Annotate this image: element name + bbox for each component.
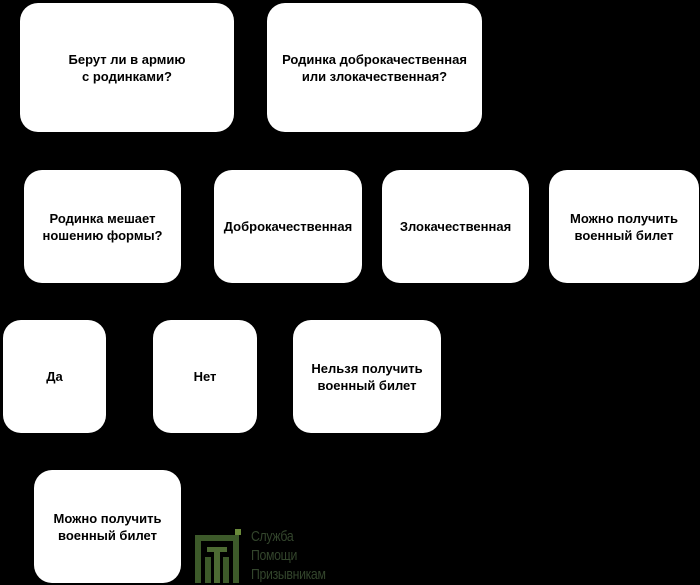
node-mole-type-question: Родинка доброкачественная или злокачеств… bbox=[267, 3, 482, 132]
node-benign-label: Доброкачественная bbox=[223, 219, 353, 234]
node-yes: Да bbox=[3, 320, 106, 433]
node-malignant: Злокачественная bbox=[382, 170, 529, 283]
logo-text-line-1: Служба bbox=[251, 528, 294, 545]
service-logo: Служба Помощи Призывникам bbox=[193, 527, 363, 585]
logo-text-line-3: Призывникам bbox=[251, 566, 326, 583]
logo-text-line-2: Помощи bbox=[251, 547, 298, 564]
node-no: Нет bbox=[153, 320, 257, 433]
logo-mark-icon bbox=[195, 529, 241, 583]
node-mole-type-question-label: Родинка доброкачественная или злокачеств… bbox=[282, 51, 467, 84]
node-can-get-military-id-2: Можно получить военный билет bbox=[34, 470, 181, 583]
node-uniform-interference-question: Родинка мешает ношению формы? bbox=[24, 170, 181, 283]
node-can-get-military-id-2-label: Можно получить военный билет bbox=[53, 510, 162, 543]
node-yes-label: Да bbox=[46, 369, 63, 384]
node-army-question-label: Берут ли в армию с родинками? bbox=[68, 51, 186, 84]
node-can-get-military-id-1-label: Можно получить военный билет bbox=[570, 210, 678, 243]
node-no-label: Нет bbox=[193, 369, 217, 384]
node-benign: Доброкачественная bbox=[214, 170, 362, 283]
node-cannot-get-military-id: Нельзя получить военный билет bbox=[293, 320, 441, 433]
node-cannot-get-military-id-label: Нельзя получить военный билет bbox=[311, 360, 423, 393]
logo-text: Служба Помощи Призывникам bbox=[251, 527, 326, 584]
node-army-question: Берут ли в армию с родинками? bbox=[20, 3, 234, 132]
node-malignant-label: Злокачественная bbox=[399, 219, 512, 234]
node-can-get-military-id-1: Можно получить военный билет bbox=[549, 170, 699, 283]
node-uniform-interference-question-label: Родинка мешает ношению формы? bbox=[42, 210, 163, 243]
